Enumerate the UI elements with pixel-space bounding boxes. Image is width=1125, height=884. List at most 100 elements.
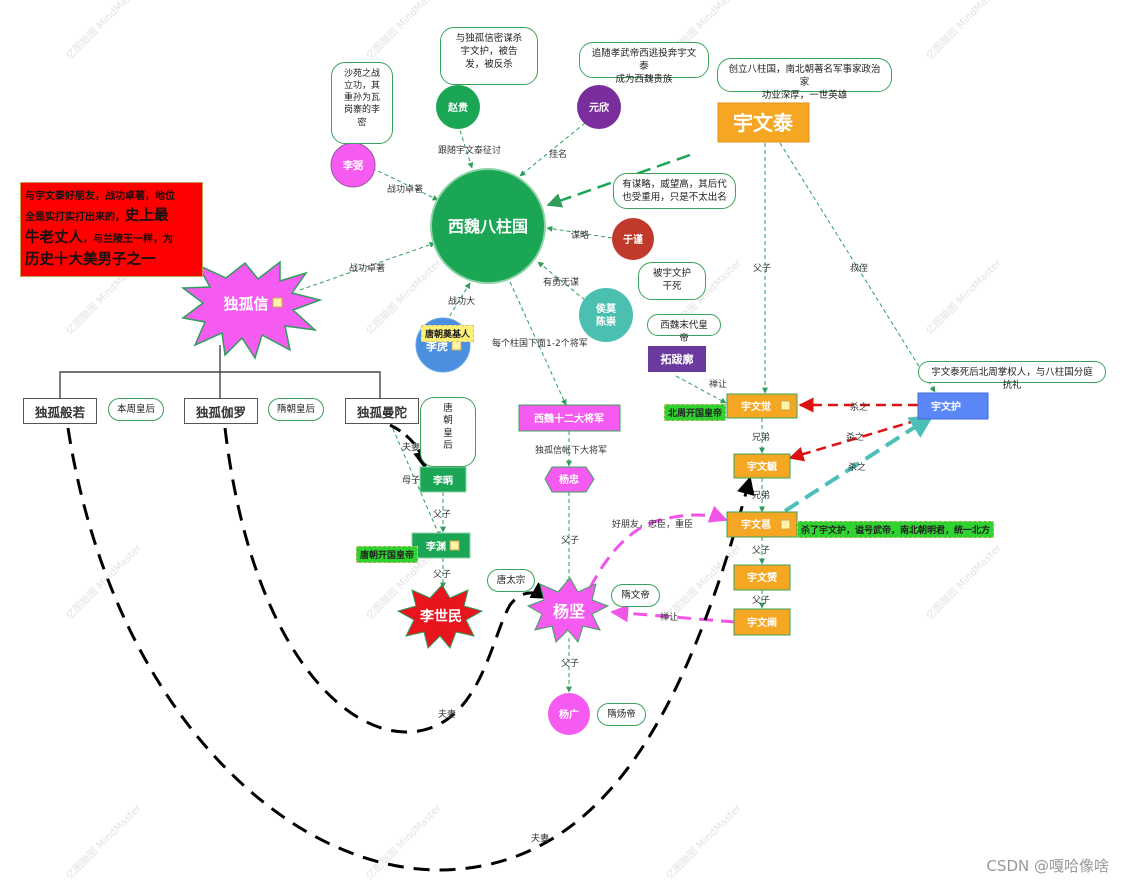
node-label: 杨广	[559, 708, 579, 721]
node-label: 独孤信	[223, 295, 268, 313]
tree-line-banruo	[59, 345, 221, 398]
node-yangguang[interactable]	[548, 693, 590, 735]
edge-label: 跟随宇文泰征讨	[438, 144, 501, 156]
edge-label: 战功卓著	[349, 262, 385, 274]
note-icon[interactable]	[780, 400, 791, 411]
note-text: ，与兰陵王一样，为	[83, 233, 173, 245]
edge-libi-center	[371, 167, 439, 201]
edge-label: 夫妻	[531, 832, 549, 844]
note-text-emphasis: 史上最	[125, 207, 169, 224]
node-houmochenchong[interactable]	[579, 288, 633, 342]
node-label: 赵贵	[447, 101, 468, 114]
node-duguxin[interactable]	[180, 260, 323, 360]
watermark: 亿图脑图 MindMaster	[363, 801, 445, 883]
node-yuanxin[interactable]	[577, 85, 621, 129]
node-label: 宇文阐	[747, 616, 777, 629]
node-label: 拓跋廓	[661, 352, 694, 366]
note-text-emphasis: 历史十大美男子之一	[25, 252, 156, 269]
note-text: 与宇文泰好朋友，战功卓著，地位	[25, 191, 175, 202]
node-yuwenyun[interactable]	[733, 564, 791, 591]
node-yuwenchan[interactable]	[733, 608, 791, 636]
node-label: 李虎	[425, 339, 448, 353]
node-yangzhong[interactable]	[544, 466, 595, 493]
watermark: 亿图脑图 MindMaster	[63, 0, 145, 62]
center-node-circle[interactable]	[430, 168, 546, 284]
edge-lihu-center	[445, 282, 471, 323]
note-icon[interactable]	[780, 519, 791, 530]
node-label: 李昞	[432, 474, 453, 487]
duguxin-note: 与宇文泰好朋友，战功卓著，地位 全是实打实打出来的，史上最 牛老丈人，与兰陵王一…	[20, 182, 203, 277]
edge-label: 父子	[753, 263, 771, 274]
bubble-libi: 沙苑之战 立功，其 重孙为瓦 岗寨的李 密	[331, 62, 393, 144]
watermark: 亿图脑图 MindMaster	[923, 541, 1005, 623]
edge-label: 谋略	[571, 229, 589, 241]
node-yujin[interactable]	[612, 218, 654, 260]
node-dugumantuo[interactable]: 独孤曼陀	[345, 398, 419, 424]
note-icon[interactable]	[272, 297, 283, 308]
node-yuwenyu[interactable]	[733, 453, 791, 479]
node-yuwenhu[interactable]	[917, 392, 989, 420]
node-lishimin[interactable]	[396, 584, 484, 649]
node-dugubanruo[interactable]: 独孤般若	[23, 398, 97, 424]
edge-label: 独孤信帐下大将军	[535, 444, 607, 456]
watermark: 亿图脑图 MindMaster	[63, 801, 145, 883]
edge-label: 叔侄	[850, 262, 868, 274]
edge-label: 有勇无谋	[543, 276, 579, 288]
edge-label: 杀之	[850, 401, 868, 413]
edge-label: 挂名	[549, 148, 567, 160]
node-label: 李世民	[419, 608, 462, 625]
tree-line-mantuo	[220, 371, 381, 398]
bubble-houmochenchong: 被宇文护 干死	[638, 262, 706, 300]
edge-duguxin-center	[299, 241, 436, 291]
watermark: 亿图脑图 MindMaster	[663, 801, 745, 883]
edge-label: 杀之	[848, 461, 866, 473]
tag-yuwenyong: 杀了宇文护，谥号武帝，南北朝明君，统一北方	[797, 521, 995, 538]
bubble-yangjian: 隋文帝	[611, 584, 660, 607]
node-yangjian[interactable]	[526, 577, 610, 644]
edge-label: 父子	[752, 595, 770, 606]
thick-edges	[66, 153, 935, 872]
bubble-dugubanruo: 本周皇后	[108, 398, 164, 421]
edge-label: 父子	[433, 509, 451, 520]
node-tuobakuo[interactable]	[648, 346, 706, 372]
node-label: 杨坚	[553, 602, 585, 621]
node-dugujialuo[interactable]: 独孤伽罗	[184, 398, 258, 424]
node-label: 李弼	[342, 159, 363, 172]
edge-layer	[299, 122, 936, 693]
node-yuwentai[interactable]	[717, 102, 810, 143]
edge-label: 战功大	[448, 295, 475, 307]
note-icon[interactable]	[449, 540, 460, 551]
edge-jialuo-jian	[223, 427, 550, 734]
bubble-dugujialuo: 隋朝皇后	[268, 398, 324, 421]
node-label: 杨忠	[559, 473, 579, 486]
note-text: 全是实打实打出来的，	[25, 211, 125, 223]
edge-label: 父子	[561, 535, 579, 546]
node-label: 宇文觉	[741, 400, 771, 413]
note-icon[interactable]	[451, 340, 462, 351]
bubble-yangguang: 隋炀帝	[597, 703, 646, 726]
node-liyuan[interactable]	[411, 532, 471, 559]
bubble-lishimin: 唐太宗	[487, 569, 535, 592]
edge-label: 父子	[433, 569, 451, 580]
node-zhaogui[interactable]	[436, 85, 480, 129]
node-twelve-generals[interactable]	[518, 404, 621, 432]
bubble-dugumantuo: 唐 朝 皇 后	[420, 397, 476, 467]
credit-watermark: CSDN @嘎哈像啥	[986, 857, 1109, 875]
center-node-label: 西魏八柱国	[448, 217, 528, 236]
edge-label: 禅让	[660, 611, 678, 623]
bubble-yuwentai: 创立八柱国，南北朝著名军事家政治家 功业深厚，一世英雄	[717, 58, 892, 101]
node-label: 李渊	[425, 540, 446, 553]
edge-label: 杀之	[846, 431, 864, 443]
note-text-emphasis: 牛老丈人	[25, 229, 83, 246]
edge-label: 兄弟	[752, 431, 770, 443]
edge-label: 母子	[402, 475, 420, 486]
node-libing[interactable]	[419, 466, 467, 493]
edge-hu-yu	[788, 418, 919, 462]
node-label: 于谨	[623, 233, 643, 246]
edge-yujin-center	[546, 225, 613, 239]
edge-center-generals	[509, 281, 567, 406]
edge-mantuo-bing	[389, 423, 432, 470]
node-label: 西魏十二大将军	[534, 412, 604, 425]
edge-friend	[588, 505, 728, 589]
